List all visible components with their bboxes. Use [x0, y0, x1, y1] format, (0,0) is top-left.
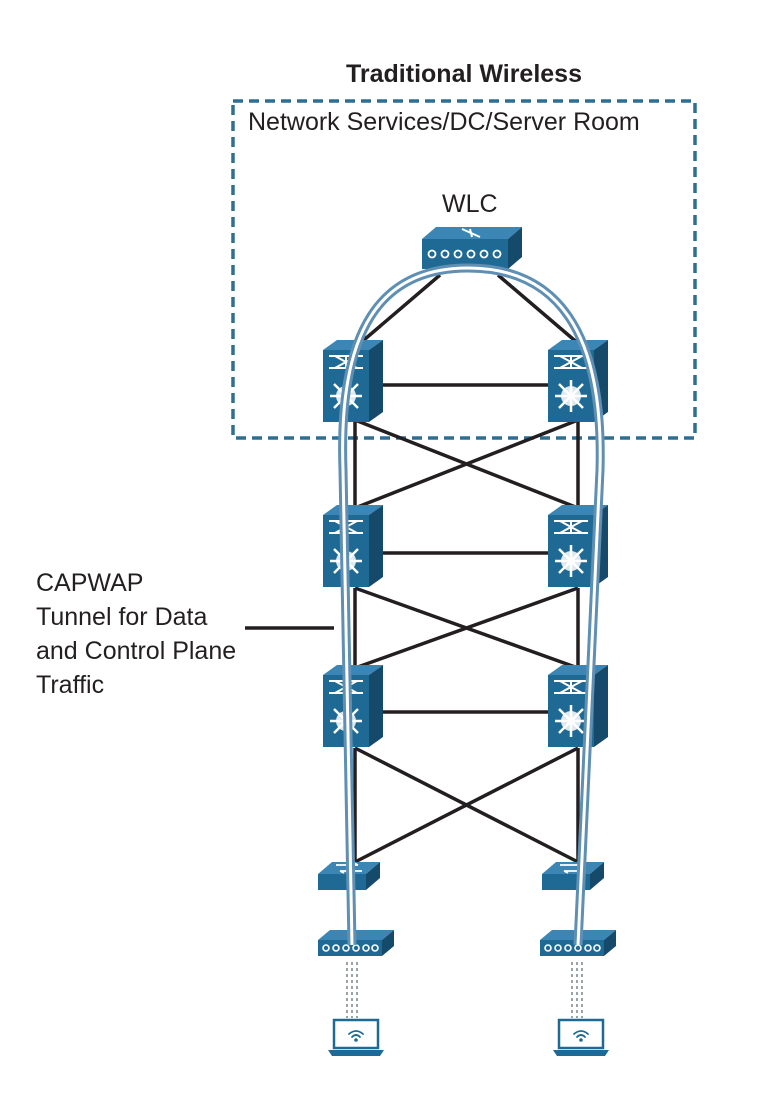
server-room-zone	[231, 99, 697, 440]
capwap-callout: CAPWAP Tunnel for Data and Control Plane…	[36, 566, 276, 702]
laptop-icon	[326, 1018, 386, 1058]
multilayer-switch-icon	[546, 663, 610, 749]
callout-line: Tunnel for Data	[36, 603, 208, 631]
laptop-icon	[551, 1018, 611, 1058]
wlc-icon	[421, 226, 523, 270]
diagram-title: Traditional Wireless	[346, 60, 582, 88]
multilayer-switch-icon	[321, 503, 385, 589]
wireless-signal	[346, 962, 583, 1018]
access-switch-icon	[541, 861, 605, 891]
multilayer-switch-icon	[321, 663, 385, 749]
wlc-label: WLC	[442, 190, 498, 218]
callout-line: CAPWAP	[36, 569, 144, 597]
network-links	[245, 273, 582, 864]
callout-line: and Control Plane	[36, 637, 237, 665]
capwap-tunnel	[338, 263, 605, 946]
callout-line: Traffic	[36, 671, 105, 699]
zone-label: Network Services/DC/Server Room	[248, 108, 640, 136]
